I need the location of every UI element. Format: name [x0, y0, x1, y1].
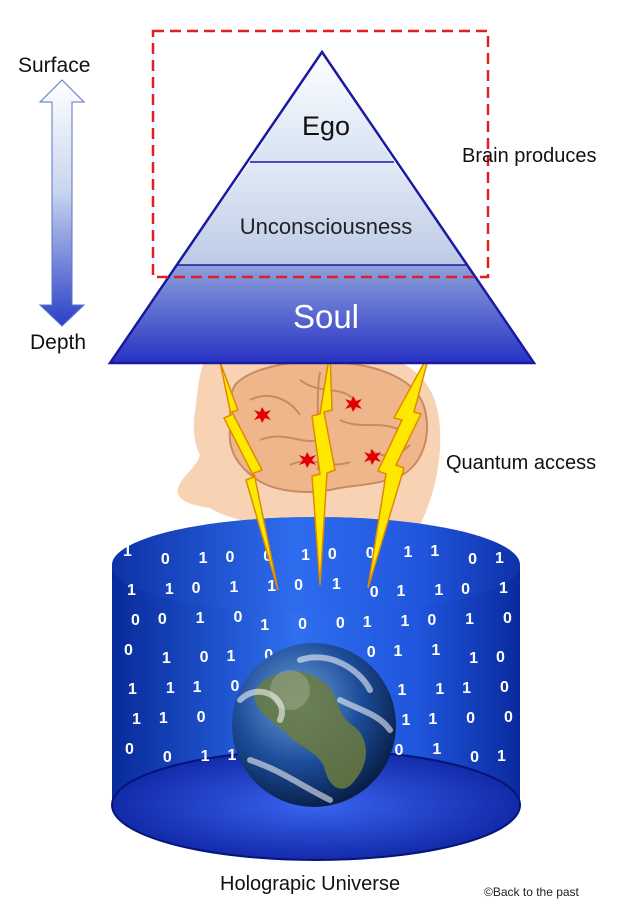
binary-digit: 0 [161, 551, 170, 568]
binary-digit: 1 [404, 544, 413, 561]
binary-digit: 1 [332, 576, 341, 593]
pyramid-unconsciousness-label: Unconsciousness [239, 214, 413, 239]
copyright-label: ©Back to the past [484, 885, 579, 899]
lightning-bolts [219, 351, 431, 591]
binary-digit: 0 [427, 612, 436, 629]
binary-digit: 1 [495, 550, 504, 567]
binary-digit: 1 [430, 543, 439, 560]
binary-digit: 1 [469, 650, 478, 667]
binary-digit: 1 [432, 741, 441, 758]
binary-digit: 1 [434, 582, 443, 599]
binary-digit: 0 [504, 709, 513, 726]
binary-digit: 0 [370, 584, 379, 601]
binary-digit: 1 [162, 650, 171, 667]
binary-digit: 1 [227, 747, 236, 764]
binary-digit: 1 [199, 550, 208, 567]
depth-arrow [38, 79, 86, 327]
binary-digit: 0 [225, 549, 234, 566]
earth-globe [232, 643, 396, 807]
pyramid [107, 49, 537, 365]
binary-digit: 1 [166, 680, 175, 697]
binary-digit: 0 [336, 615, 345, 632]
binary-digit: 0 [470, 749, 479, 766]
binary-digit: 1 [260, 617, 269, 634]
binary-digit: 0 [503, 610, 512, 627]
binary-digit: 0 [233, 609, 242, 626]
holographic-universe-label: Holograpic Universe [220, 873, 401, 895]
binary-digit: 0 [131, 612, 140, 629]
binary-digit: 1 [267, 578, 276, 595]
binary-digit: 1 [497, 748, 506, 765]
lightning-bolt-right [367, 351, 431, 589]
binary-digit: 0 [294, 577, 303, 594]
binary-digit: 1 [229, 579, 238, 596]
depth-label: Depth [30, 331, 87, 354]
binary-digit: 0 [461, 581, 470, 598]
binary-digit: 0 [328, 546, 337, 563]
binary-digit: 1 [363, 614, 372, 631]
binary-digit: 0 [264, 647, 273, 664]
lightning-bolt-center [311, 351, 336, 586]
binary-digit: 1 [226, 648, 235, 665]
binary-digit: 0 [163, 749, 172, 766]
pyramid-ego-label: Ego [301, 111, 351, 141]
binary-digit: 1 [462, 680, 471, 697]
binary-digit: 0 [124, 642, 133, 659]
brain-produces-frame [151, 29, 490, 279]
binary-digit: 1 [431, 642, 440, 659]
binary-digit: 0 [158, 611, 167, 628]
binary-digit: 1 [402, 712, 411, 729]
binary-digit: 1 [123, 543, 132, 560]
binary-digit: 1 [465, 611, 474, 628]
binary-digit: 1 [394, 643, 403, 660]
binary-digit: 1 [196, 610, 205, 627]
binary-digit: 1 [165, 581, 174, 598]
binary-digit: 0 [200, 649, 209, 666]
binary-digit: 0 [125, 741, 134, 758]
binary-digit: 0 [395, 742, 404, 759]
binary-digit: 1 [128, 681, 137, 698]
binary-digit: 1 [499, 580, 508, 597]
binary-digit: 0 [230, 678, 239, 695]
binary-digit: 1 [428, 711, 437, 728]
binary-digit: 0 [298, 616, 307, 633]
binary-digit: 1 [301, 547, 310, 564]
neuron-spark [254, 396, 381, 468]
binary-digit: 0 [192, 580, 201, 597]
binary-digit: 0 [366, 545, 375, 562]
binary-digit: 1 [193, 679, 202, 696]
surface-label: Surface [18, 54, 91, 77]
binary-digit: 1 [401, 613, 410, 630]
binary-digit: 0 [197, 709, 206, 726]
binary-digit: 1 [159, 710, 168, 727]
binary-digit: 1 [132, 711, 141, 728]
binary-digit: 1 [398, 682, 407, 699]
binary-digit: 0 [500, 679, 509, 696]
pyramid-soul-label: Soul [292, 298, 360, 335]
binary-digit: 0 [367, 644, 376, 661]
holographic-cylinder: 1010010011011101101011010010100110100101… [111, 517, 521, 861]
binary-digit: 1 [397, 583, 406, 600]
binary-digit: 0 [496, 649, 505, 666]
quantum-access-label: Quantum access [446, 452, 597, 474]
binary-digit: 1 [435, 681, 444, 698]
brain-produces-label: Brain produces [462, 145, 597, 167]
binary-digit: 0 [466, 710, 475, 727]
lightning-bolt-left [219, 361, 279, 591]
binary-digit: 1 [201, 748, 210, 765]
binary-digit: 0 [468, 551, 477, 568]
binary-digit: 1 [127, 582, 136, 599]
